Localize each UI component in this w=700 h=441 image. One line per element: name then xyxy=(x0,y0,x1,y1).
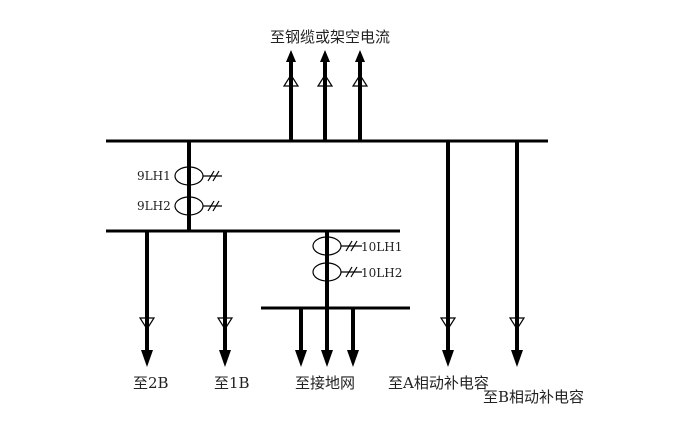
feeder-to-a-phase-cap xyxy=(439,141,457,367)
ct-9lh1 xyxy=(174,166,222,186)
outgoing-feeder-3 xyxy=(351,50,369,141)
feeder-to-b-phase-cap xyxy=(508,141,526,367)
ground-feeder-1 xyxy=(295,308,307,367)
ct-10lh2-label: 10LH2 xyxy=(361,266,402,280)
top-outgoing-label: 至钢缆或架空电流 xyxy=(270,28,390,46)
to-b-phase-cap-label: 至B相动补电容 xyxy=(483,388,584,406)
to-ground-grid-label: 至接地网 xyxy=(295,374,355,392)
feeder-to-2b xyxy=(138,231,156,367)
feeder-to-1b xyxy=(216,231,234,367)
outgoing-feeder-2 xyxy=(316,50,334,141)
ct-10lh1 xyxy=(312,236,362,256)
ct-9lh1-label: 9LH1 xyxy=(137,169,171,183)
ct-10lh1-label: 10LH1 xyxy=(361,240,402,254)
ct-9lh2 xyxy=(174,196,222,216)
ct-9lh2-label: 9LH2 xyxy=(137,199,171,213)
outgoing-feeder-1 xyxy=(282,50,300,141)
to-2b-label: 至2B xyxy=(133,374,169,392)
ground-feeder-2 xyxy=(321,308,333,367)
ct-10lh2 xyxy=(312,262,362,282)
to-a-phase-cap-label: 至A相动补电容 xyxy=(388,374,489,392)
to-1b-label: 至1B xyxy=(214,374,250,392)
ground-feeder-3 xyxy=(347,308,359,367)
